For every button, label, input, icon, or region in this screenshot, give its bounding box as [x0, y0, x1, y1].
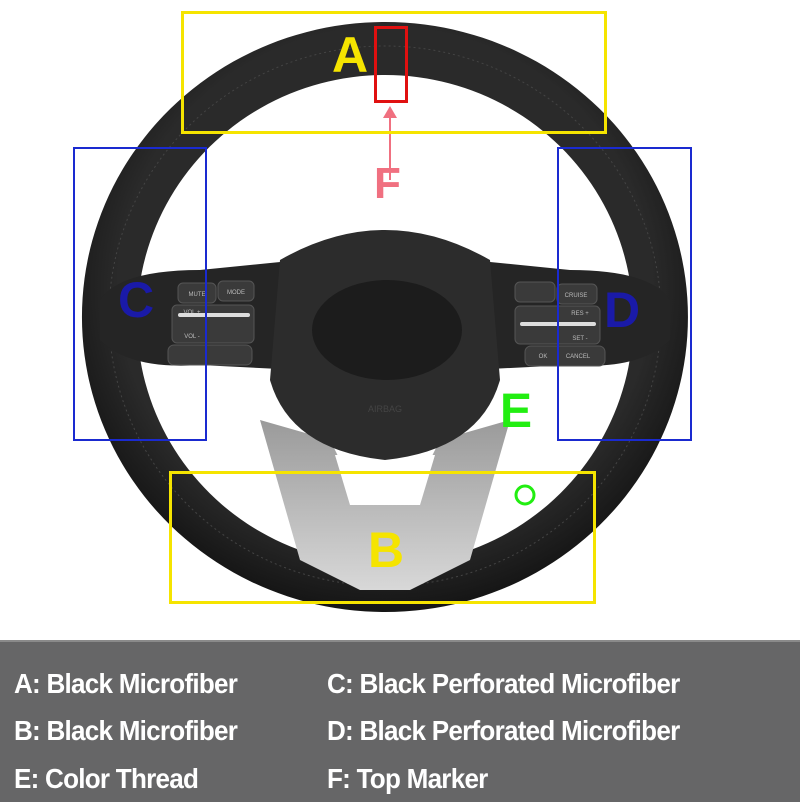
set-label: SET -: [572, 336, 587, 342]
zone-d-box: [557, 147, 692, 441]
legend-item-b: B: Black Microfiber: [14, 715, 238, 746]
legend-item-c: C: Black Perforated Microfiber: [327, 668, 680, 699]
legend-panel: A: Black Microfiber C: Black Perforated …: [0, 640, 800, 802]
ok-button-label: OK: [539, 354, 548, 360]
res-label: RES +: [571, 311, 589, 317]
mute-button-label: MUTE: [189, 292, 206, 298]
cancel-button-label: CANCEL: [566, 354, 591, 360]
legend-item-a: A: Black Microfiber: [14, 668, 238, 699]
steering-wheel-photo: MUTE MODE VOL + VOL - CRUISE RES + SET -…: [81, 22, 688, 612]
marker-e: E: [500, 385, 533, 438]
marker-c: C: [118, 272, 155, 328]
legend-item-f: F: Top Marker: [327, 763, 488, 794]
legend-item-d: D: Black Perforated Microfiber: [327, 715, 680, 746]
zone-a-box: [181, 11, 607, 134]
mode-button-label: MODE: [227, 290, 245, 296]
zone-c-box: [73, 147, 207, 441]
color-thread-marker: [514, 484, 536, 506]
vol-down-label: VOL -: [184, 334, 199, 340]
marker-d: D: [604, 282, 641, 338]
marker-b: B: [368, 522, 405, 578]
top-marker-box: [374, 26, 408, 103]
airbag-label: AIRBAG: [368, 404, 402, 414]
marker-f: F: [374, 159, 401, 208]
marker-a: A: [332, 27, 369, 83]
legend-item-e: E: Color Thread: [14, 763, 199, 794]
cruise-button-label: CRUISE: [565, 293, 588, 299]
zone-b-box: [169, 471, 596, 604]
